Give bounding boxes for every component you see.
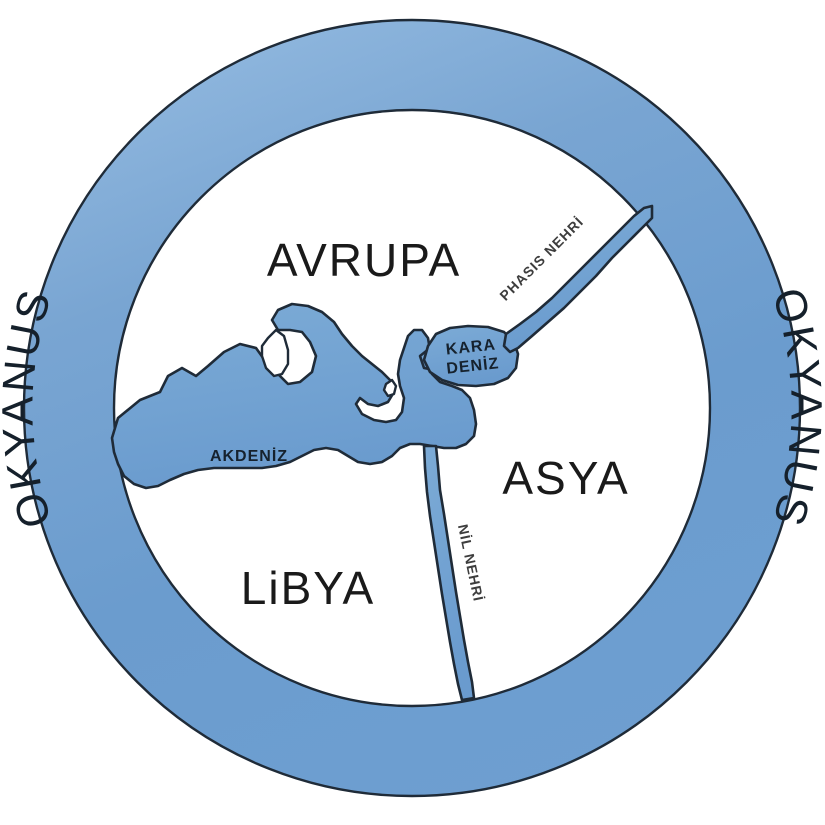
phasis-river <box>502 204 654 354</box>
water-bodies-group <box>110 204 654 702</box>
black-sea-shape <box>422 324 520 388</box>
mediterranean-sea-shape <box>110 302 478 490</box>
anatolia-inlet-gap <box>382 378 398 398</box>
nile-river <box>422 444 476 702</box>
sea-label-akdeniz: AKDENİZ <box>210 447 288 465</box>
sea-label-karadeniz-group: KARA DENİZ <box>445 336 501 377</box>
continent-label-avrupa: AVRUPA <box>267 234 461 286</box>
continent-label-libya: LiBYA <box>241 562 375 614</box>
continent-label-asya: ASYA <box>502 452 629 504</box>
aegean-inlet-gap <box>260 328 290 378</box>
sea-label-karadeniz-line1: KARA <box>445 336 497 358</box>
ocean-outer-edge <box>22 18 802 798</box>
sea-label-karadeniz-line2: DENİZ <box>446 354 501 377</box>
ocean-inner-edge <box>112 108 712 708</box>
